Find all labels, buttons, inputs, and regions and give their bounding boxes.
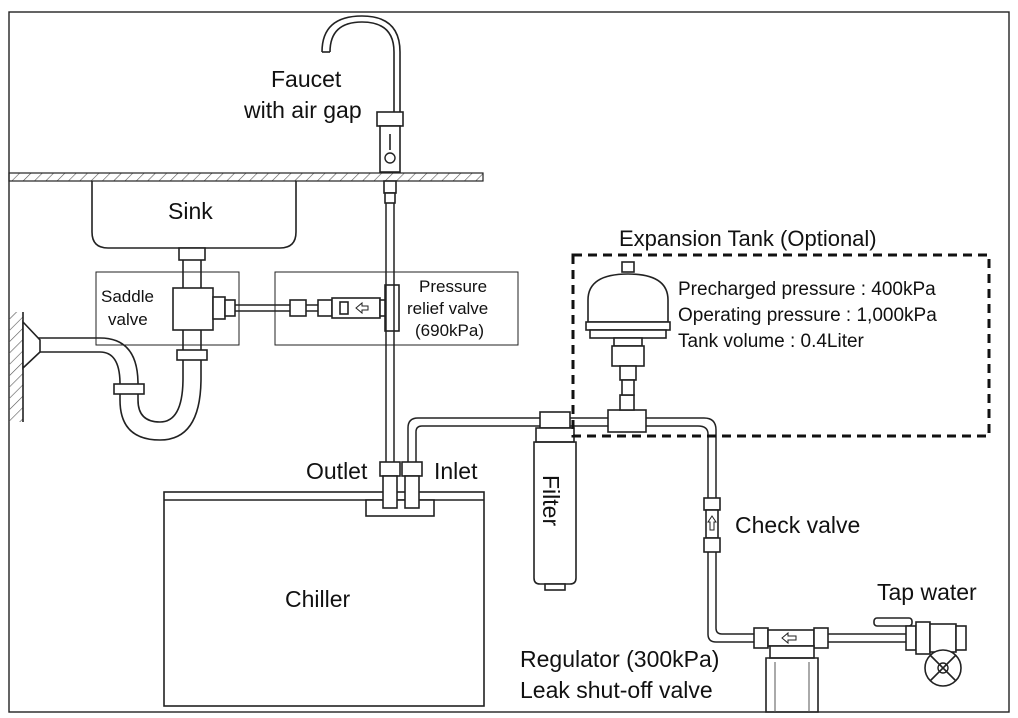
saddle-to-prv-tubing: [235, 299, 333, 317]
tank-volume: Tank volume : 0.4Liter: [678, 331, 865, 352]
expansion-tank-title: Expansion Tank (Optional): [619, 226, 877, 251]
regulator: [753, 627, 829, 713]
saddle-label-line2: valve: [108, 310, 148, 329]
saddle-label-line1: Saddle: [101, 287, 154, 306]
pressure-relief-valve: [331, 284, 400, 332]
filter-to-tee-tubing: [570, 394, 717, 498]
check-valve-label: Check valve: [735, 512, 860, 538]
wall: [9, 312, 24, 422]
prv-label-line1: Pressure: [419, 277, 487, 296]
tap-water-label: Tap water: [877, 579, 977, 605]
check-valve-up-arrow-icon: [707, 515, 717, 531]
inlet-label: Inlet: [434, 458, 478, 484]
check-to-regulator-tubing: [707, 552, 754, 643]
chiller-label: Chiller: [285, 586, 351, 612]
regulator-to-tap-tubing: [828, 633, 906, 643]
leak-shutoff-label: Leak shut-off valve: [520, 677, 713, 703]
inlet-tube: [407, 417, 540, 462]
chiller: [163, 461, 485, 707]
prv-left-arrow-icon: [355, 301, 369, 315]
drain-pipe: [22, 247, 208, 441]
filter: [533, 411, 577, 591]
precharged-pressure: Precharged pressure : 400kPa: [678, 279, 936, 300]
prv-label-line2: relief valve: [407, 299, 488, 318]
filter-label: Filter: [538, 475, 564, 526]
regulator-label: Regulator (300kPa): [520, 646, 719, 672]
regulator-left-arrow-icon: [781, 631, 797, 645]
outlet-tube: [385, 203, 395, 462]
pressure-relief-valve-box: [274, 271, 519, 346]
sink-label: Sink: [168, 198, 213, 224]
tap-water-valve: [873, 617, 967, 687]
faucet-label-line1: Faucet: [271, 66, 342, 92]
countertop: [8, 172, 484, 182]
expansion-tank-box: [571, 253, 991, 438]
prv-label-line3: (690kPa): [415, 321, 484, 340]
expansion-tank: [585, 261, 671, 396]
diagram-frame: [8, 11, 1010, 713]
saddle-valve: [172, 287, 236, 331]
outlet-label: Outlet: [306, 458, 368, 484]
faucet-label-line2: with air gap: [243, 97, 362, 123]
check-valve: [703, 497, 721, 553]
faucet: [321, 15, 404, 204]
saddle-valve-box: [95, 271, 240, 346]
operating-pressure: Operating pressure : 1,000kPa: [678, 305, 937, 326]
